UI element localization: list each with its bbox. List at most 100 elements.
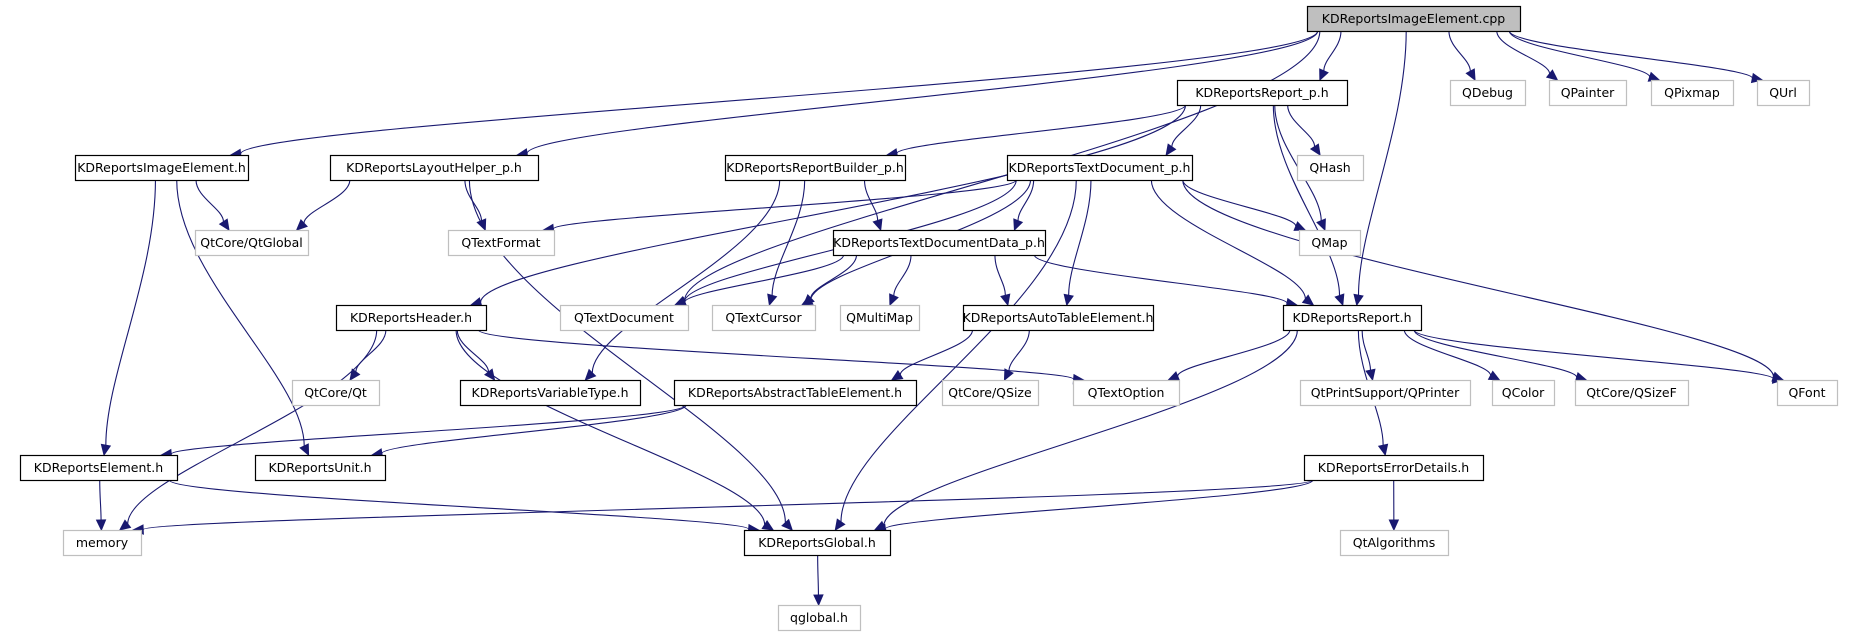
- node-box: [941, 379, 1040, 407]
- node-label: QTextFormat: [461, 235, 540, 250]
- edge-reportbuilder-to-textdocdata: [863, 179, 879, 221]
- nodes-layer: KDReportsImageElement.cppKDReportsReport…: [19, 5, 1839, 632]
- node-box: [291, 379, 381, 407]
- edge-element-to-memory: [99, 479, 102, 521]
- node-box: [724, 154, 907, 182]
- node-qprinter: QtPrintSupport/QPrinter: [1299, 379, 1472, 407]
- edge-textdocument_p-to-global: [840, 179, 1077, 522]
- node-qmultimap: QMultiMap: [839, 304, 921, 332]
- node-qtextformat: QTextFormat: [447, 229, 556, 257]
- edge-textdocument_p-to-autotable: [1068, 179, 1092, 296]
- node-abstracttable[interactable]: KDReportsAbstractTableElement.h: [673, 379, 918, 407]
- node-label: KDReportsLayoutHelper_p.h: [346, 160, 522, 175]
- edge-cpp-to-qpainter: [1496, 30, 1551, 74]
- node-box: [743, 529, 892, 557]
- edge-report_h-to-qcolor: [1403, 329, 1492, 376]
- node-box: [335, 304, 488, 332]
- node-qdebug: QDebug: [1449, 79, 1527, 107]
- edge-report_h-to-qsizef: [1413, 329, 1578, 378]
- node-label: QTextDocument: [574, 310, 674, 325]
- node-header[interactable]: KDReportsHeader.h: [335, 304, 488, 332]
- arrowhead-icon: [1000, 293, 1011, 307]
- edge-report_p-to-textdocument_p: [1171, 104, 1202, 147]
- node-box: [194, 229, 310, 257]
- node-box: [1006, 154, 1194, 182]
- edge-element-to-global: [168, 479, 750, 530]
- node-unit[interactable]: KDReportsUnit.h: [254, 454, 387, 482]
- node-box: [777, 604, 862, 632]
- node-qmap: QMap: [1298, 229, 1362, 257]
- node-qfont: QFont: [1776, 379, 1839, 407]
- node-cpp[interactable]: KDReportsImageElement.cpp: [1306, 5, 1522, 33]
- edge-header-to-memory: [127, 329, 378, 524]
- arrowhead-icon: [1465, 68, 1476, 82]
- arrowhead-icon: [1365, 368, 1376, 382]
- node-element[interactable]: KDReportsElement.h: [19, 454, 179, 482]
- edge-cpp-to-qurl: [1508, 30, 1753, 79]
- node-box: [74, 154, 250, 182]
- node-box: [832, 229, 1047, 257]
- node-qcolor: QColor: [1491, 379, 1556, 407]
- edge-autotable-to-qsize: [1008, 329, 1030, 372]
- arrowhead-icon: [1165, 143, 1177, 157]
- node-global[interactable]: KDReportsGlobal.h: [743, 529, 892, 557]
- arrowhead-icon: [813, 594, 824, 607]
- node-reportbuilder[interactable]: KDReportsReportBuilder_p.h: [724, 154, 907, 182]
- node-errordetails[interactable]: KDReportsErrorDetails.h: [1303, 454, 1485, 482]
- node-box: [1574, 379, 1690, 407]
- arrowhead-icon: [1319, 68, 1329, 82]
- arrowhead-icon: [889, 293, 899, 307]
- arrowhead-icon: [1388, 519, 1400, 532]
- node-layouthelper[interactable]: KDReportsLayoutHelper_p.h: [329, 154, 540, 182]
- node-label: KDReportsImageElement.cpp: [1322, 11, 1505, 26]
- node-variabletype[interactable]: KDReportsVariableType.h: [459, 379, 642, 407]
- node-qpixmap: QPixmap: [1650, 79, 1735, 107]
- node-label: KDReportsUnit.h: [268, 460, 371, 475]
- node-report_p[interactable]: KDReportsReport_p.h: [1176, 79, 1349, 107]
- node-label: KDReportsReportBuilder_p.h: [726, 160, 904, 175]
- node-label: QColor: [1502, 385, 1545, 400]
- arrowhead-icon: [1545, 69, 1559, 81]
- arrowhead-icon: [1309, 143, 1321, 157]
- node-textdocdata[interactable]: KDReportsTextDocumentData_p.h: [832, 229, 1047, 257]
- node-label: KDReportsAutoTableElement.h: [963, 310, 1154, 325]
- node-qtextoption: QTextOption: [1072, 379, 1181, 407]
- node-report_h[interactable]: KDReportsReport.h: [1282, 304, 1423, 332]
- arrowhead-icon: [767, 293, 778, 307]
- node-qtextdocument: QTextDocument: [559, 304, 690, 332]
- arrowhead-icon: [761, 519, 775, 531]
- node-label: qglobal.h: [790, 610, 848, 625]
- node-box: [1756, 79, 1811, 107]
- node-box: [1491, 379, 1556, 407]
- edge-layouthelper-to-qtglobal: [303, 179, 351, 224]
- edge-textdocdata-to-autotable: [994, 254, 1006, 296]
- arrowhead-icon: [295, 218, 308, 231]
- node-textdocument_p[interactable]: KDReportsTextDocument_p.h: [1006, 154, 1194, 182]
- arrowhead-icon: [349, 368, 361, 381]
- edge-report_h-to-global: [883, 329, 1298, 526]
- node-box: [1306, 5, 1522, 33]
- node-label: KDReportsReport.h: [1292, 310, 1411, 325]
- node-box: [711, 304, 817, 332]
- node-box: [62, 529, 143, 557]
- node-label: KDReportsTextDocument_p.h: [1009, 160, 1191, 175]
- edge-textdocdata-to-qtextcursor: [810, 254, 858, 299]
- node-qsize: QtCore/QSize: [941, 379, 1040, 407]
- edge-header-to-qtextoption: [477, 329, 1075, 380]
- edge-cpp-to-qpixmap: [1508, 30, 1651, 78]
- node-imageelement_h[interactable]: KDReportsImageElement.h: [74, 154, 250, 182]
- arrowhead-icon: [834, 518, 846, 532]
- node-box: [1282, 304, 1423, 332]
- node-label: KDReportsGlobal.h: [758, 535, 876, 550]
- edge-textdocument_p-to-qmap: [1182, 179, 1297, 227]
- edge-header-to-global: [455, 329, 766, 525]
- node-box: [1176, 79, 1349, 107]
- node-qtextcursor: QTextCursor: [711, 304, 817, 332]
- node-autotable[interactable]: KDReportsAutoTableElement.h: [963, 304, 1155, 332]
- arrowhead-icon: [95, 519, 107, 532]
- edge-cpp-to-layouthelper: [526, 30, 1319, 154]
- node-label: QtCore/QtGlobal: [200, 235, 303, 250]
- arrowhead-icon: [1003, 368, 1014, 382]
- edge-textdocument_p-to-qtextformat: [552, 179, 1017, 230]
